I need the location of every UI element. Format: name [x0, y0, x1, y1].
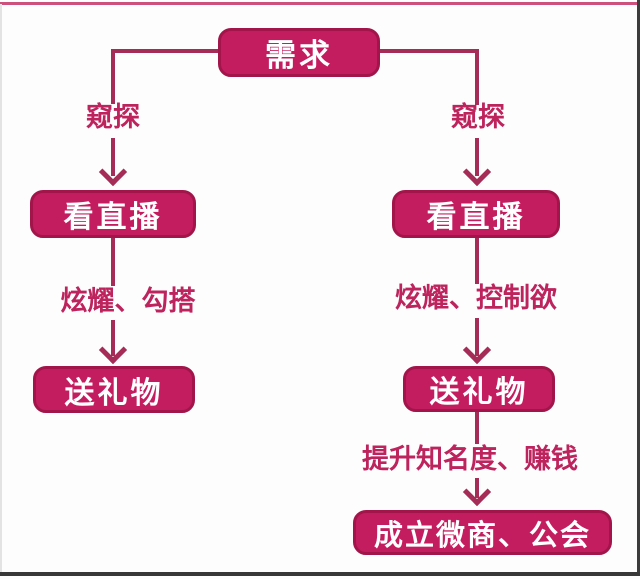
- connector-left-v2: [111, 138, 115, 176]
- connector-right-v5: [475, 412, 479, 444]
- node-send-gift-left: 送礼物: [33, 366, 195, 413]
- connector-root-to-left: [111, 49, 218, 53]
- arrowhead-down-icon: [462, 157, 492, 187]
- connector-left-v3: [111, 238, 115, 286]
- node-send-gift-right: 送礼物: [403, 366, 555, 412]
- page-right-edge: [637, 0, 640, 575]
- node-watch-live-right: 看直播: [392, 190, 560, 238]
- arrowhead-down-icon: [462, 477, 492, 507]
- edge-label-showoff-hookup: 炫耀、勾搭: [60, 286, 196, 316]
- edge-label-showoff-control: 炫耀、控制欲: [395, 283, 557, 313]
- node-demand: 需求: [218, 28, 380, 77]
- page-bottom-edge: [0, 572, 640, 576]
- arrowhead-down-icon: [98, 157, 128, 187]
- connector-left-v1: [111, 49, 115, 104]
- connector-left-v4: [111, 320, 115, 356]
- edge-label-peek-right: 窥探: [451, 102, 505, 132]
- page-top-accent-line: [0, 2, 640, 5]
- connector-right-v4: [475, 318, 479, 356]
- connector-right-v3: [475, 237, 479, 284]
- edge-label-peek-left: 窥探: [86, 102, 140, 132]
- connector-root-to-right: [380, 49, 479, 53]
- edge-label-fame-money: 提升知名度、赚钱: [362, 444, 578, 474]
- node-found-guild: 成立微商、公会: [353, 510, 612, 555]
- arrowhead-down-icon: [98, 335, 128, 365]
- arrowhead-down-icon: [462, 335, 492, 365]
- connector-right-v2: [475, 138, 479, 176]
- connector-right-v6: [475, 478, 479, 498]
- connector-right-v1: [475, 49, 479, 105]
- page-left-edge: [0, 4, 2, 572]
- node-watch-live-left: 看直播: [30, 190, 196, 238]
